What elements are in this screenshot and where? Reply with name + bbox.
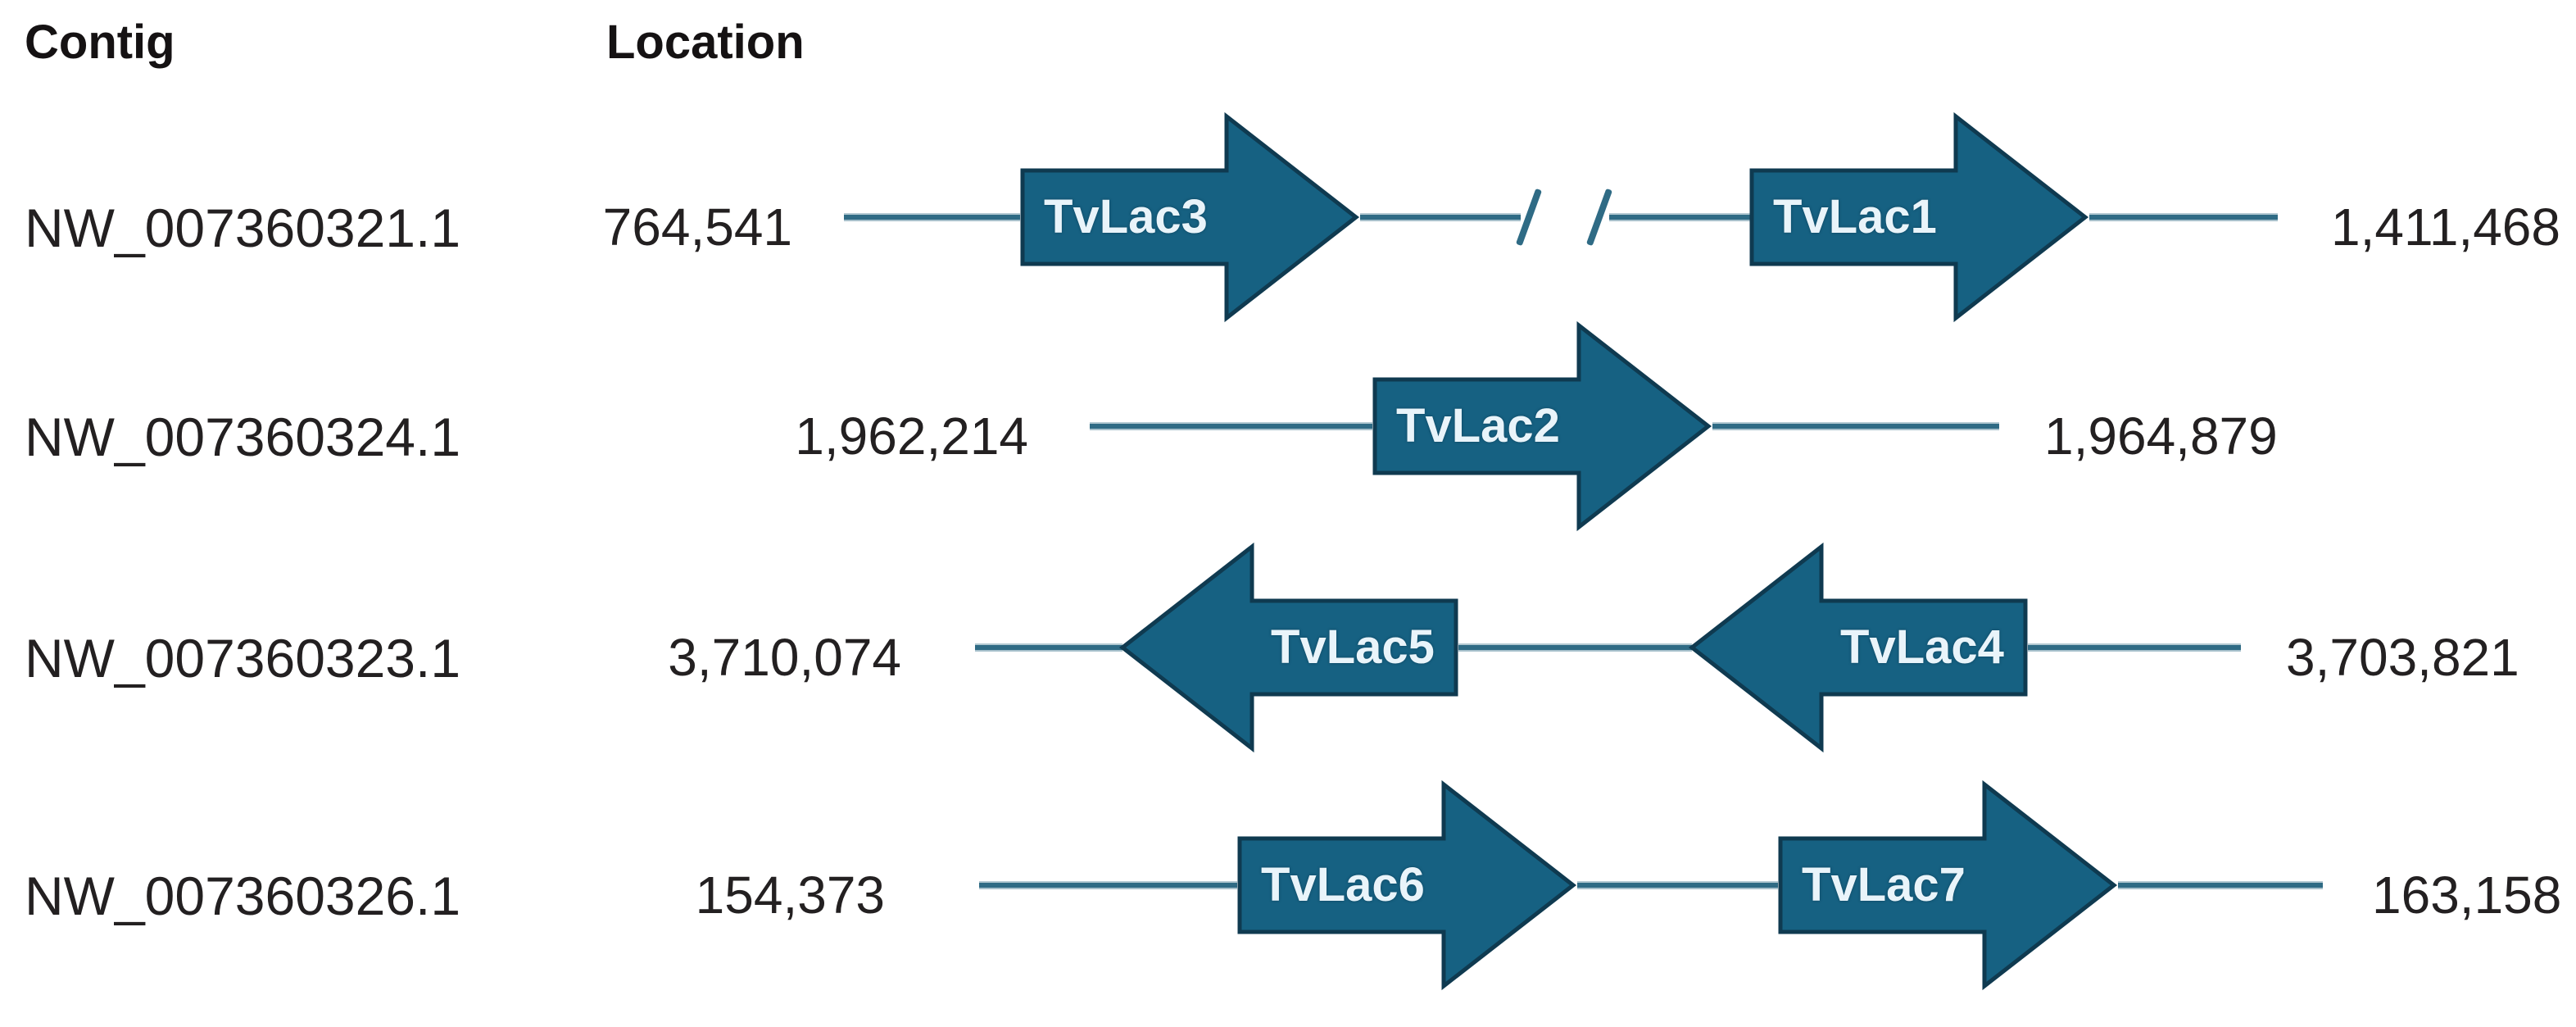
right-arrow-icon	[1749, 111, 2089, 323]
gene-arrow-tvlac6: TvLac6	[1237, 775, 1577, 996]
column-header-contig: Contig	[25, 16, 175, 69]
contig-line-segment	[1090, 422, 1372, 430]
gene-arrow-tvlac1: TvLac1	[1749, 107, 2089, 328]
contig-line-segment	[979, 881, 1237, 889]
end-location: 163,158	[2372, 866, 2562, 925]
gene-label: TvLac3	[1044, 190, 1208, 243]
contig-line-segment	[1458, 643, 1692, 652]
contig-line-segment	[2089, 213, 2278, 221]
contig-line-segment	[1712, 422, 1999, 430]
right-arrow-icon	[1372, 320, 1712, 532]
end-location: 1,411,468	[2331, 198, 2560, 257]
contig-line-segment	[1577, 881, 1778, 889]
contig-name: NW_007360321.1	[25, 198, 461, 258]
contig-line-segment	[844, 213, 1020, 221]
gene-label: TvLac2	[1396, 399, 1560, 452]
gene-label: TvLac4	[1840, 620, 2004, 674]
start-location: 764,541	[602, 198, 792, 257]
start-location: 3,710,074	[668, 628, 901, 687]
end-location: 1,964,879	[2044, 407, 2278, 466]
gene-arrow-tvlac2: TvLac2	[1372, 316, 1712, 537]
gene-arrow-tvlac4: TvLac4	[1688, 537, 2028, 758]
contig-line-segment	[2028, 643, 2241, 652]
left-arrow-icon	[1688, 542, 2028, 753]
contig-line-segment	[2118, 881, 2323, 889]
right-arrow-icon	[1237, 779, 1577, 991]
gene-arrow-tvlac3: TvLac3	[1020, 107, 1360, 328]
right-arrow-icon	[1020, 111, 1360, 323]
gene-label: TvLac6	[1261, 858, 1425, 911]
left-arrow-icon	[1118, 542, 1458, 753]
gene-arrow-tvlac7: TvLac7	[1778, 775, 2118, 996]
contig-name: NW_007360326.1	[25, 866, 461, 926]
right-arrow-icon	[1778, 779, 2118, 991]
contig-name: NW_007360323.1	[25, 628, 461, 688]
contig-line-segment	[1609, 213, 1751, 221]
start-location: 1,962,214	[795, 407, 1028, 466]
gene-label: TvLac5	[1271, 620, 1435, 674]
contig-line-segment	[1360, 213, 1521, 221]
gene-label: TvLac7	[1802, 858, 1966, 911]
gene-label: TvLac1	[1773, 190, 1937, 243]
column-header-location: Location	[606, 16, 805, 69]
gene-arrow-tvlac5: TvLac5	[1118, 537, 1458, 758]
start-location: 154,373	[695, 866, 885, 925]
contig-line-segment	[975, 643, 1122, 652]
contig-name: NW_007360324.1	[25, 407, 461, 467]
end-location: 3,703,821	[2286, 628, 2519, 687]
